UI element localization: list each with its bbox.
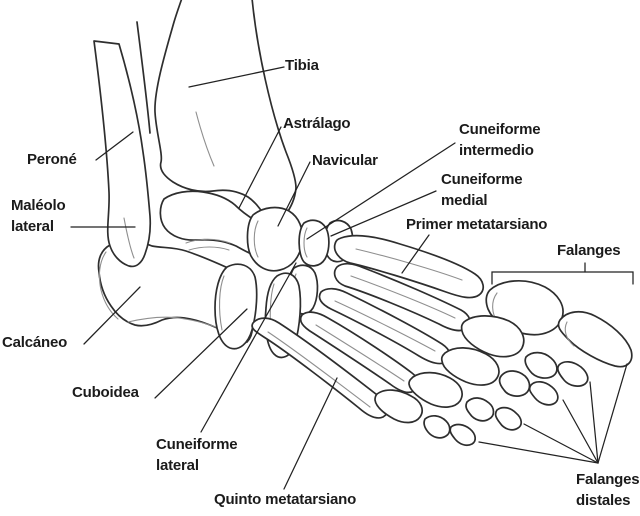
leader-perone: [95, 131, 134, 161]
label-cuneiforme-lateral: Cuneiforme lateral: [156, 436, 238, 474]
bone-metatarsals: [251, 234, 485, 419]
label-maleolo-lateral: Maléolo lateral: [11, 197, 66, 235]
falanges-bracket: [491, 262, 634, 285]
leader-astralago: [238, 126, 282, 209]
label-cuboidea: Cuboidea: [72, 384, 139, 401]
falanges-distales-pointer-lines: [478, 363, 628, 464]
leader-calcaneo: [83, 286, 141, 345]
leader-cuneiforme-medial: [330, 190, 437, 237]
tibia-edge-behind-fibula: [136, 21, 151, 134]
label-perone: Peroné: [27, 151, 77, 168]
leader-cuneiforme-intermedio: [306, 142, 456, 240]
bone-tibia: [154, 0, 297, 226]
leader-lines: [70, 66, 456, 490]
label-navicular: Navicular: [312, 152, 378, 169]
leader-navicular: [277, 161, 311, 227]
bone-phalanges: [374, 280, 633, 447]
label-calcaneo: Calcáneo: [2, 334, 68, 351]
label-astralago: Astrálago: [283, 115, 351, 132]
bone-fibula: [93, 21, 152, 268]
label-falanges: Falanges: [557, 242, 621, 259]
label-primer-metatarsiano: Primer metatarsiano: [406, 216, 548, 233]
leader-primer-metatarsiano: [401, 234, 430, 274]
label-quinto-metatarsiano: Quinto metatarsiano: [214, 491, 357, 508]
leader-tibia: [188, 66, 285, 88]
label-cuneiforme-medial: Cuneiforme medial: [441, 171, 523, 209]
leader-cuboidea: [154, 308, 248, 399]
label-falanges-distales: Falanges distales: [576, 471, 640, 509]
label-cuneiforme-intermedio: Cuneiforme intermedio: [459, 121, 541, 159]
leader-quinto-metatarsiano: [283, 377, 338, 490]
label-tibia: Tibia: [285, 57, 319, 74]
leader-cuneiforme-lateral: [200, 262, 297, 433]
bone-navicular: [246, 206, 304, 272]
